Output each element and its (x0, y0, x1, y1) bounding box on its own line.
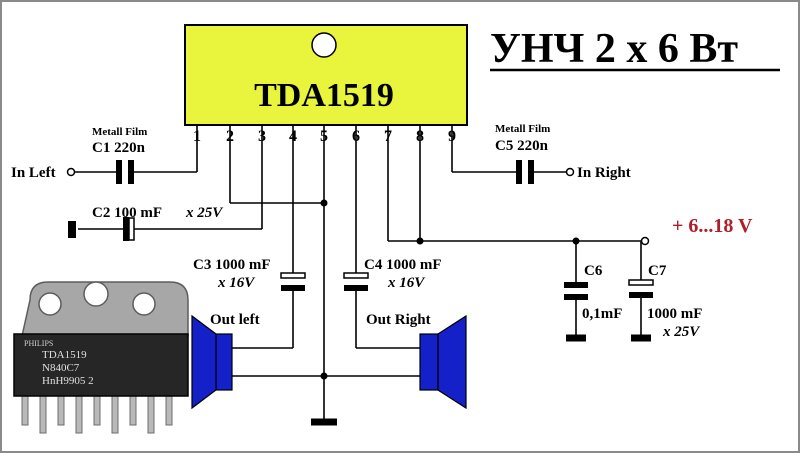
capacitor-c7 (628, 279, 654, 342)
capacitor-c5 (516, 160, 534, 184)
c2-label: C2 100 mF (92, 205, 162, 221)
c3-voltage: x 16V (217, 275, 256, 291)
left-speaker-label: Out left (210, 312, 260, 328)
capacitor-c6 (564, 282, 588, 342)
c1-note: Metall Film (92, 126, 147, 138)
right-speaker-icon (419, 314, 467, 410)
c6-value: 0,1mF (582, 306, 622, 322)
photo-line-3: HnH9905 2 (42, 375, 94, 387)
c2-voltage: x 25V (185, 205, 224, 221)
photo-line-2: N840C7 (42, 362, 80, 374)
capacitor-c2 (68, 217, 135, 241)
c3-label: C3 1000 mF (193, 257, 271, 273)
junctions (320, 199, 580, 380)
wires (74, 125, 642, 420)
photo-logo: PHILIPS (24, 339, 53, 348)
c7-label: C7 (648, 263, 667, 279)
c7-value: 1000 mF (647, 306, 702, 322)
left-input-label: In Left (11, 165, 56, 181)
c7-voltage: x 25V (662, 324, 701, 340)
capacitor-c3 (280, 272, 306, 291)
right-input-label: In Right (577, 165, 631, 181)
c5-label: C5 220n (495, 138, 549, 154)
c4-voltage: x 16V (387, 275, 426, 291)
c6-label: C6 (584, 263, 603, 279)
supply-terminal (640, 236, 650, 246)
left-input-terminal (66, 167, 76, 177)
capacitor-c1 (116, 160, 134, 184)
chip-mounting-hole (311, 32, 337, 58)
left-speaker-icon (191, 314, 233, 410)
supply-label: + 6...18 V (672, 215, 753, 237)
photo-line-1: TDA1519 (42, 349, 87, 361)
right-speaker-label: Out Right (366, 312, 431, 328)
c1-label: C1 220n (92, 140, 146, 156)
capacitor-c4 (343, 272, 369, 291)
chip-photo: PHILIPS TDA1519 N840C7 HnH9905 2 (13, 281, 189, 434)
c4-label: C4 1000 mF (364, 257, 442, 273)
c5-note: Metall Film (495, 123, 550, 135)
chip-name: TDA1519 (254, 77, 394, 114)
title: УНЧ 2 х 6 Вт (490, 26, 738, 72)
right-input-terminal (565, 167, 575, 177)
